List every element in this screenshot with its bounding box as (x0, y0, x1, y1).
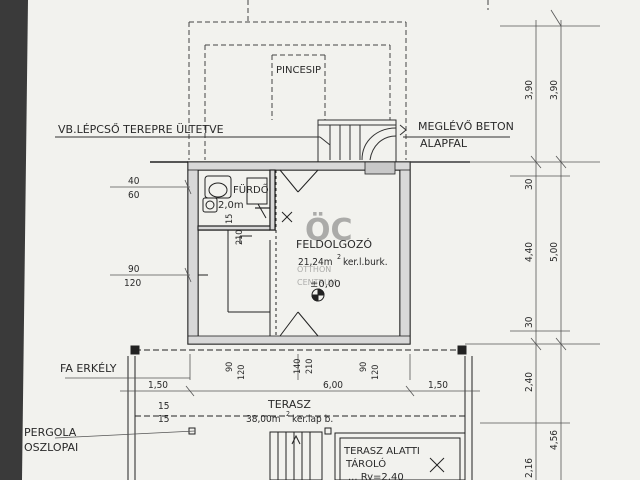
dim-right-inner-3: 4,40 (524, 242, 535, 262)
label-feldolgozo-area-sup: 2 (337, 253, 341, 261)
dim-door-top: 15 (225, 214, 235, 224)
label-pincesip: PINCESIP (276, 65, 321, 76)
dim-right-outer-2: 5,00 (549, 242, 560, 262)
label-terasz: TERASZ (267, 398, 311, 411)
label-terasz-area: 38,00m (246, 414, 281, 425)
dim-bottom-c-top: 90 (359, 362, 369, 372)
label-terasz-floor: ker.lap b. (292, 414, 333, 425)
left-dimension-lines (54, 179, 196, 439)
dim-bottom-c-bot: 120 (371, 365, 381, 380)
label-furdo-area: 2,0m (218, 200, 244, 211)
dim-left-1-top: 40 (128, 176, 140, 187)
paper-sheet (22, 0, 640, 480)
label-terasz-alatti: TERASZ ALATTI (343, 446, 420, 457)
dim-left-4: 1,50 (148, 380, 168, 391)
label-meglevo-beton: MEGLÉVŐ BETON (418, 119, 514, 133)
dim-bottom-a-bot: 120 (237, 365, 247, 380)
terrace-stair (269, 431, 323, 480)
staircase-top (317, 119, 407, 163)
dim-bottom-b-top: 140 (293, 359, 303, 374)
level-marker (311, 288, 325, 302)
dim-left-3-top: 15 (158, 401, 169, 412)
bathroom-partition (197, 169, 276, 231)
terasz-area-line: 38,00m 2 ker.lap b. (246, 410, 333, 425)
storage-box (334, 432, 466, 480)
label-feldolgozo: FELDOLGOZÓ (296, 238, 372, 251)
label-furdo: FÜRDŐ (233, 182, 269, 196)
watermark-line1: OTTHON (297, 265, 331, 274)
label-feldolgozo-area: 21,24m (298, 257, 333, 268)
dim-left-2-top: 90 (128, 264, 140, 275)
label-level: ±0,00 (310, 279, 341, 290)
dim-left-1-bot: 60 (128, 190, 140, 201)
dim-right-inner-4: 30 (524, 316, 535, 328)
bottom-dimension-lines (120, 354, 480, 397)
bathroom-fixtures (202, 175, 268, 219)
dim-right-inner-5: 2,40 (524, 372, 535, 392)
dim-right-inner-1: 3,90 (524, 80, 535, 100)
watermark-line2: CENTRUM (297, 278, 337, 287)
label-terasz-area-sup: 2 (286, 410, 290, 418)
dim-right-inner-6: 2,16 (524, 458, 535, 478)
dim-right-outer-3: 4,56 (549, 430, 560, 450)
dim-left-2-bot: 120 (124, 278, 141, 289)
label-alapfal: ALAPFAL (420, 137, 468, 150)
dim-bottom-overall: 6,00 (323, 380, 343, 391)
label-vb-lepcso: VB.LÉPCSŐ TEREPRE ÜLTETVE (58, 122, 224, 136)
dim-bottom-right-ext: 1,50 (428, 380, 448, 391)
label-fa-erkely: FA ERKÉLY (60, 362, 117, 375)
label-tarolo: TÁROLÓ (345, 457, 386, 470)
watermark-logo: ÖC (305, 211, 353, 248)
label-tarolo-partial: ... Ry=2,40 (348, 472, 404, 480)
interior-details (198, 169, 319, 337)
label-feldolgozo-floor: ker.l.burk. (343, 257, 388, 268)
dim-right-inner-2: 30 (524, 178, 535, 190)
dim-right-outer-1: 3,90 (549, 80, 560, 100)
dim-door-bot: 210 (235, 230, 245, 245)
dim-bottom-b-bot: 210 (305, 359, 315, 374)
label-oszlopai: OSZLOPAI (24, 441, 78, 454)
label-pergola: PERGOLA (24, 426, 77, 439)
feldolgozo-area-line: 21,24m 2 ker.l.burk. (298, 253, 388, 268)
dim-bottom-a-top: 90 (225, 362, 235, 372)
right-dimension-lines (410, 9, 600, 480)
dim-left-3-bot: 15 (158, 414, 169, 425)
wall-hatching (187, 161, 411, 345)
watermark: ÖC OTTHON CENTRUM (297, 211, 353, 287)
